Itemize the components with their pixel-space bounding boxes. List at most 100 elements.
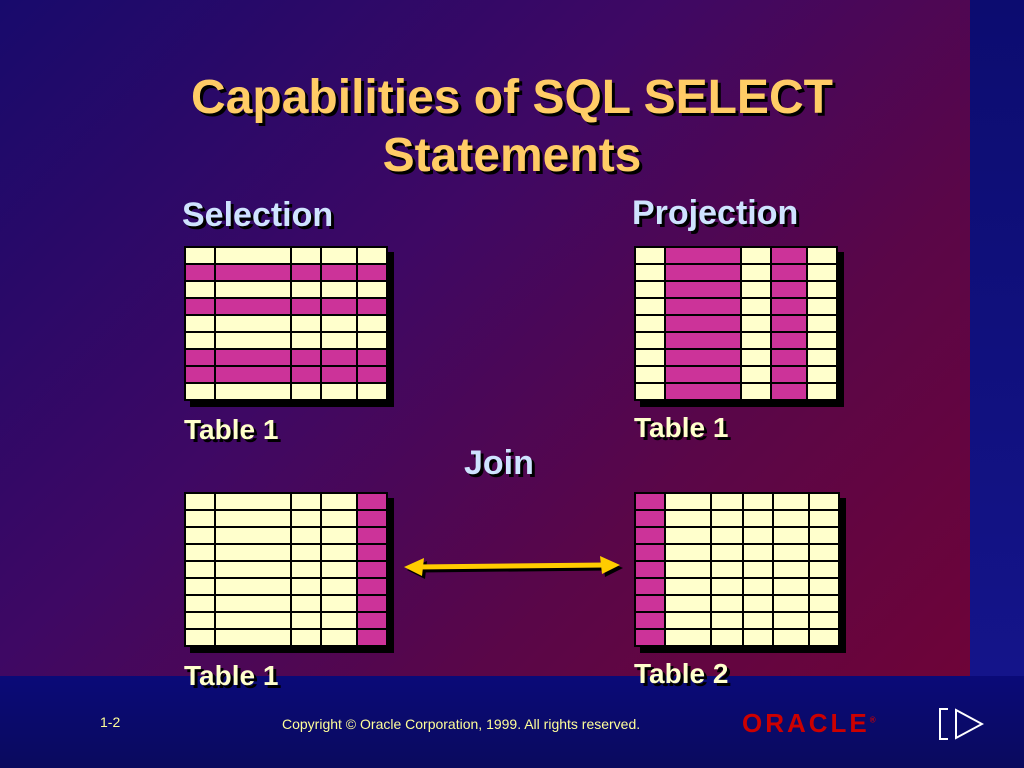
- join-right-table-cell: [710, 577, 744, 596]
- projection-table-cell: [634, 246, 666, 265]
- selection-table-cell: [184, 314, 216, 333]
- join-right-table-cell: [664, 560, 712, 579]
- join-left-table-cell: [184, 543, 216, 562]
- join-right-table-cell: [742, 560, 774, 579]
- join-left-table-cell: [184, 611, 216, 630]
- projection-table-cell: [740, 331, 772, 350]
- join-left-table-row: [184, 594, 388, 613]
- projection-table-row: [634, 280, 838, 299]
- join-right-table-cell: [808, 526, 840, 545]
- join-left-table-cell: [356, 543, 388, 562]
- projection-table-cell: [770, 314, 808, 333]
- join-left-table-cell: [290, 594, 322, 613]
- projection-table-cell: [770, 280, 808, 299]
- projection-table-row: [634, 297, 838, 316]
- oracle-logo-mark: ®: [869, 715, 876, 725]
- projection-table-cell: [770, 382, 808, 401]
- selection-table-cell: [320, 246, 358, 265]
- join-right-table-cell: [664, 492, 712, 511]
- join-left-table-cell: [356, 526, 388, 545]
- projection-table-cell: [664, 263, 742, 282]
- join-left-table-cell: [320, 526, 358, 545]
- selection-table-row: [184, 365, 388, 384]
- selection-table-row: [184, 297, 388, 316]
- selection-table-cell: [290, 331, 322, 350]
- projection-table-cell: [770, 365, 808, 384]
- selection-table-cell: [214, 365, 292, 384]
- selection-table-cell: [184, 280, 216, 299]
- join-right-table-cell: [808, 543, 840, 562]
- join-right-table-cell: [808, 577, 840, 596]
- selection-table-cell: [184, 297, 216, 316]
- selection-table-row: [184, 348, 388, 367]
- join-right-table-cell: [664, 577, 712, 596]
- join-left-table-row: [184, 509, 388, 528]
- selection-table-cell: [184, 348, 216, 367]
- projection-table-cell: [634, 348, 666, 367]
- join-heading: Join: [464, 444, 534, 482]
- selection-table-cell: [320, 348, 358, 367]
- join-right-table-cell: [772, 543, 810, 562]
- join-left-table-cell: [290, 492, 322, 511]
- join-right-table-cell: [808, 594, 840, 613]
- join-left-table-row: [184, 492, 388, 511]
- projection-table-cell: [806, 365, 838, 384]
- projection-table-cell: [806, 331, 838, 350]
- page-number: 1-2: [100, 714, 121, 730]
- join-left-table-cell: [356, 492, 388, 511]
- join-right-table-cell: [772, 509, 810, 528]
- selection-table-cell: [320, 280, 358, 299]
- join-left-table-cell: [290, 526, 322, 545]
- projection-table-cell: [740, 314, 772, 333]
- join-left-table-row: [184, 628, 388, 647]
- join-left-table-cell: [214, 543, 292, 562]
- join-right-table-cell: [742, 492, 774, 511]
- projection-table-cell: [770, 246, 808, 265]
- join-right-table-row: [634, 543, 840, 562]
- projection-table-cell: [664, 365, 742, 384]
- selection-table-cell: [184, 382, 216, 401]
- side-strip: [970, 0, 1024, 676]
- join-left-table-cell: [320, 492, 358, 511]
- join-right-table-cell: [634, 560, 666, 579]
- selection-table-cell: [290, 246, 322, 265]
- join-left-table-cell: [184, 509, 216, 528]
- selection-table-cell: [214, 331, 292, 350]
- join-left-table-cell: [214, 492, 292, 511]
- join-right-table-cell: [634, 526, 666, 545]
- projection-table-cell: [664, 297, 742, 316]
- projection-table-cell: [740, 382, 772, 401]
- oracle-logo: ORACLE®: [742, 708, 876, 739]
- join-left-table-cell: [320, 509, 358, 528]
- selection-table-cell: [290, 365, 322, 384]
- join-right-table-cell: [772, 577, 810, 596]
- selection-table-cell: [184, 331, 216, 350]
- join-right-table-cell: [664, 509, 712, 528]
- selection-heading: Selection: [182, 196, 334, 234]
- selection-table-cell: [214, 297, 292, 316]
- join-right-table-cell: [710, 543, 744, 562]
- join-left-table: [184, 492, 388, 647]
- join-right-table-cell: [710, 560, 744, 579]
- selection-table-row: [184, 331, 388, 350]
- join-left-table-cell: [214, 628, 292, 647]
- selection-table-cell: [214, 382, 292, 401]
- join-right-table-cell: [772, 594, 810, 613]
- projection-heading: Projection: [632, 194, 799, 232]
- join-right-table-label: Table 2: [634, 658, 729, 689]
- selection-table-cell: [184, 365, 216, 384]
- nav-next-icon[interactable]: [954, 708, 984, 740]
- projection-table-cell: [806, 297, 838, 316]
- join-right-table-cell: [664, 526, 712, 545]
- join-right-table-cell: [634, 611, 666, 630]
- projection-table-cell: [634, 297, 666, 316]
- selection-table-cell: [320, 297, 358, 316]
- projection-table-cell: [770, 348, 808, 367]
- join-right-table-cell: [742, 611, 774, 630]
- projection-table-cell: [634, 263, 666, 282]
- join-right-table-cell: [634, 509, 666, 528]
- join-right-table-cell: [772, 526, 810, 545]
- join-left-table-cell: [290, 543, 322, 562]
- projection-table-cell: [634, 365, 666, 384]
- nav-bar-icon[interactable]: [938, 708, 950, 740]
